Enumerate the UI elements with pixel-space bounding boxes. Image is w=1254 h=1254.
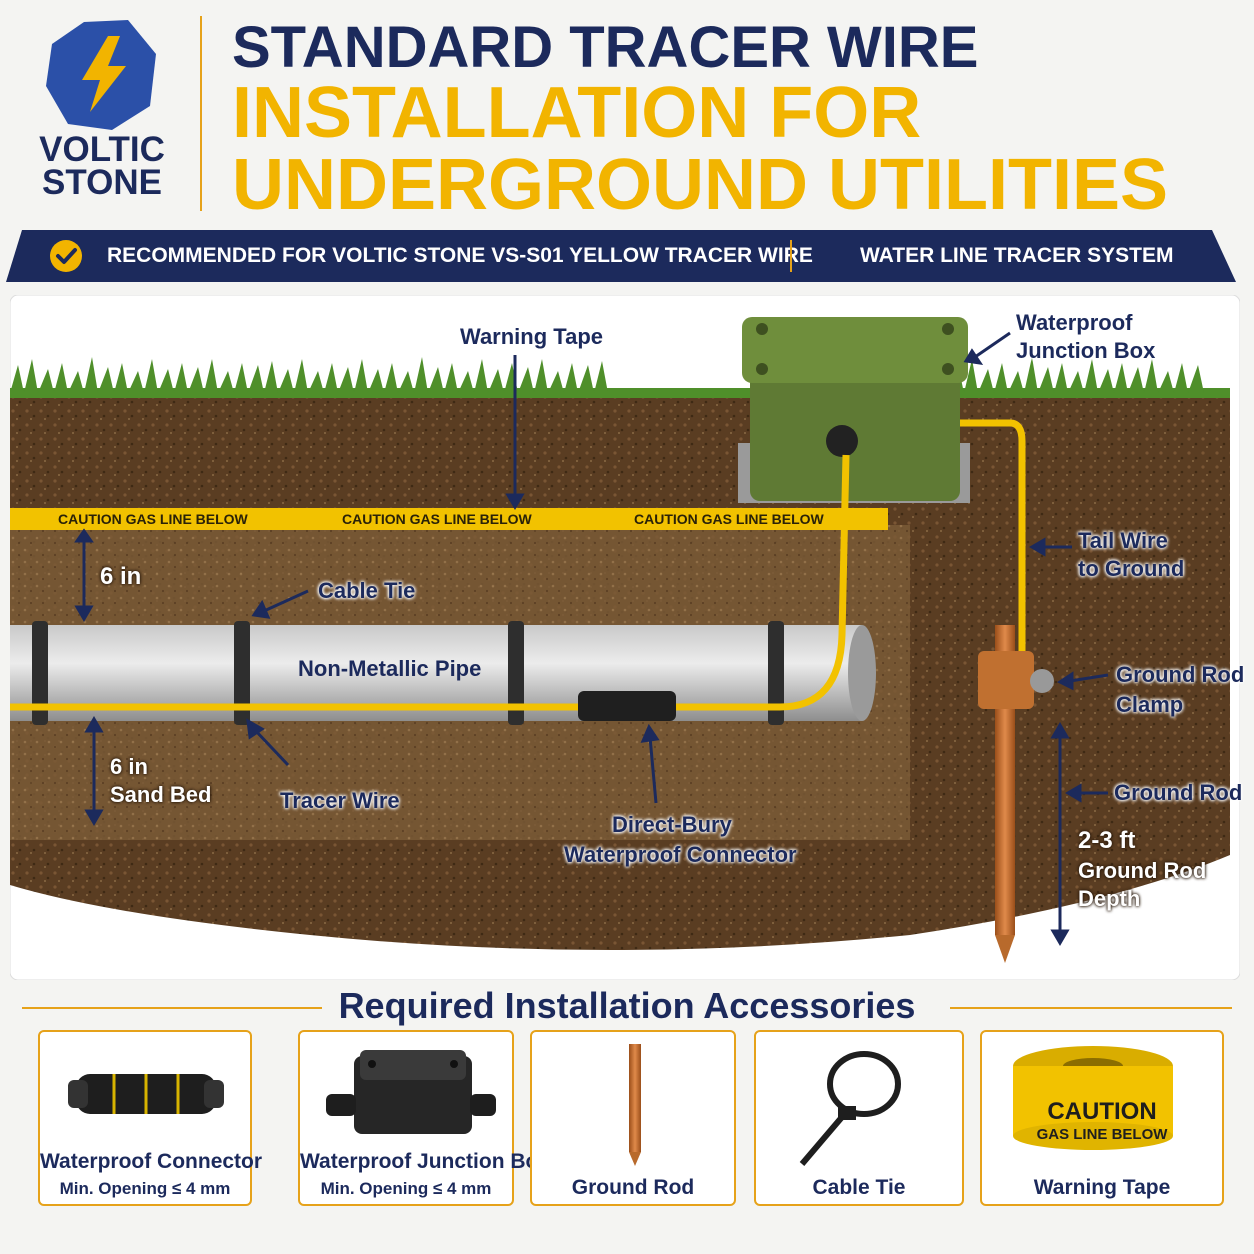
- accessory-name: Cable Tie: [812, 1176, 906, 1199]
- warning-tape: [10, 508, 888, 530]
- label-sand-bed-1: 6 in: [110, 754, 148, 779]
- label-tracer-wire: Tracer Wire: [280, 788, 400, 813]
- brand-name-line1: VOLTIC: [39, 130, 165, 169]
- accessory-card-cable-tie: Cable Tie: [754, 1030, 964, 1206]
- waterproof-connector-icon: [68, 1074, 224, 1114]
- tracer-wire: [10, 454, 850, 711]
- label-connector-2: Waterproof Connector: [564, 842, 797, 867]
- label-tail-wire-1: Tail Wire: [1078, 528, 1168, 553]
- accessory-card-connector: Waterproof Connector Min. Opening ≤ 4 mm: [38, 1030, 263, 1206]
- cable-tie-icon: [799, 1051, 901, 1166]
- accessories-rule-right: [950, 1007, 1232, 1009]
- junction-box-icon: [326, 1050, 496, 1134]
- accessory-name: Waterproof Junction Box: [300, 1150, 551, 1173]
- ground-rod: [978, 625, 1054, 963]
- label-cable-tie: Cable Tie: [318, 578, 416, 603]
- accessory-name: Waterproof Connector: [40, 1150, 263, 1173]
- roll-text-2: GAS LINE BELOW: [1036, 1126, 1168, 1143]
- page-title-line1: STANDARD TRACER WIRE: [232, 15, 979, 80]
- brand-name: VOLTIC STONE: [22, 130, 182, 202]
- page-title-line2: INSTALLATION FOR: [232, 73, 922, 153]
- label-tail-wire-2: to Ground: [1078, 556, 1185, 581]
- brand-name-line2: STONE: [42, 163, 162, 202]
- recommendation-banner: RECOMMENDED FOR VOLTIC STONE VS-S01 YELL…: [0, 230, 1254, 282]
- label-rod-depth-1: 2-3 ft: [1078, 827, 1136, 854]
- ground-rod-icon: [629, 1044, 641, 1166]
- grass: [10, 357, 608, 393]
- label-junction-box-1: Waterproof: [1016, 310, 1133, 335]
- label-rod-depth-2: Ground Rod: [1078, 858, 1207, 883]
- brand-logo: [22, 14, 182, 214]
- accessories-title: Required Installation Accessories: [338, 985, 916, 1026]
- check-circle-icon: [50, 240, 82, 272]
- accessories-rule-left: [22, 1007, 322, 1009]
- label-rod-depth-3: Depth: [1078, 886, 1141, 911]
- tape-text-2: CAUTION GAS LINE BELOW: [342, 511, 532, 527]
- accessory-name: Warning Tape: [1033, 1176, 1171, 1199]
- ground-rod-clamp: [978, 651, 1034, 709]
- tail-wire: [960, 419, 1026, 675]
- label-ground-rod: Ground Rod: [1114, 780, 1243, 805]
- accessory-card-warning-tape: CAUTION GAS LINE BELOW Warning Tape: [980, 1030, 1224, 1206]
- label-depth-top: 6 in: [100, 563, 142, 590]
- accessory-sub: Min. Opening ≤ 4 mm: [59, 1179, 231, 1198]
- label-clamp-1: Ground Rod: [1116, 662, 1245, 687]
- banner-right-text: WATER LINE TRACER SYSTEM: [860, 244, 1174, 267]
- label-junction-box-2: Junction Box: [1016, 338, 1156, 363]
- roll-text-1: CAUTION: [1047, 1098, 1157, 1125]
- label-pipe: Non-Metallic Pipe: [298, 656, 482, 681]
- label-connector-1: Direct-Bury: [612, 812, 732, 837]
- lightning-bolt-icon: [46, 20, 156, 130]
- banner-divider: [790, 240, 792, 272]
- accessory-sub: Min. Opening ≤ 4 mm: [320, 1179, 492, 1198]
- junction-box: [738, 317, 970, 503]
- tape-text-3: CAUTION GAS LINE BELOW: [634, 511, 824, 527]
- label-clamp-2: Clamp: [1116, 692, 1184, 717]
- accessory-name: Ground Rod: [571, 1176, 695, 1199]
- accessory-card-ground-rod: Ground Rod: [530, 1030, 736, 1206]
- banner-left-text: RECOMMENDED FOR VOLTIC STONE VS-S01 YELL…: [107, 244, 813, 267]
- header-divider: [200, 16, 202, 211]
- tape-text-1: CAUTION GAS LINE BELOW: [58, 511, 248, 527]
- accessory-card-junction-box: Waterproof Junction Box Min. Opening ≤ 4…: [298, 1030, 551, 1206]
- warning-tape-roll-icon: [1013, 1046, 1173, 1150]
- installation-diagram: CAUTION GAS LINE BELOW CAUTION GAS LINE …: [10, 295, 1244, 980]
- label-warning-tape: Warning Tape: [460, 324, 603, 349]
- page-title-line3: UNDERGROUND UTILITIES: [232, 145, 1168, 225]
- label-sand-bed-2: Sand Bed: [110, 782, 212, 807]
- direct-bury-connector: [578, 691, 676, 721]
